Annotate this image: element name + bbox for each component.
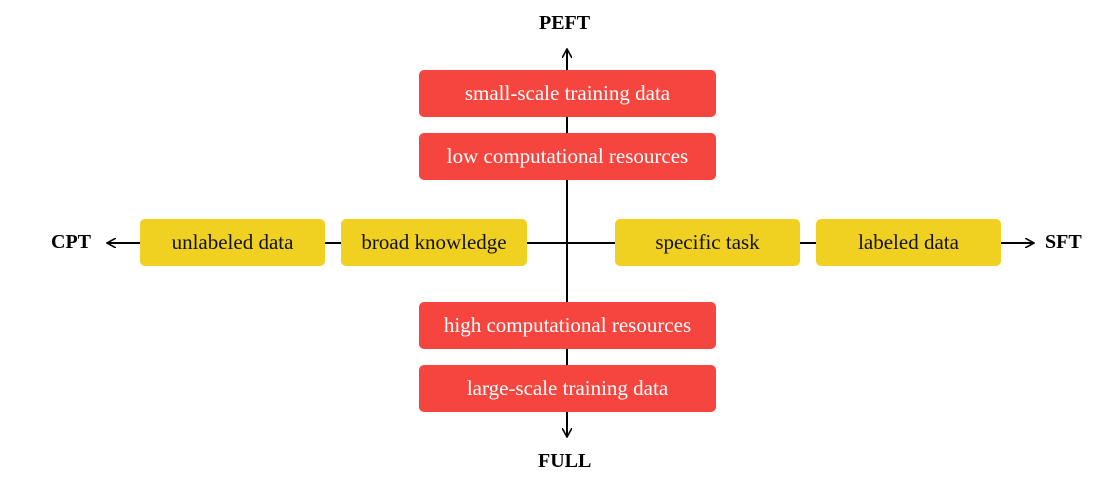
box-high-computational-resources: high computational resources (419, 302, 716, 349)
axis-label-cpt: CPT (51, 231, 91, 253)
axis-label-peft: PEFT (539, 12, 591, 34)
box-broad-knowledge: broad knowledge (341, 219, 527, 266)
box-specific-task: specific task (615, 219, 800, 266)
axis-label-full: FULL (538, 450, 592, 472)
box-labeled-data: labeled data (816, 219, 1001, 266)
box-unlabeled-data: unlabeled data (140, 219, 325, 266)
axis-label-sft: SFT (1045, 231, 1082, 253)
box-small-scale-training-data: small-scale training data (419, 70, 716, 117)
box-large-scale-training-data: large-scale training data (419, 365, 716, 412)
box-low-computational-resources: low computational resources (419, 133, 716, 180)
